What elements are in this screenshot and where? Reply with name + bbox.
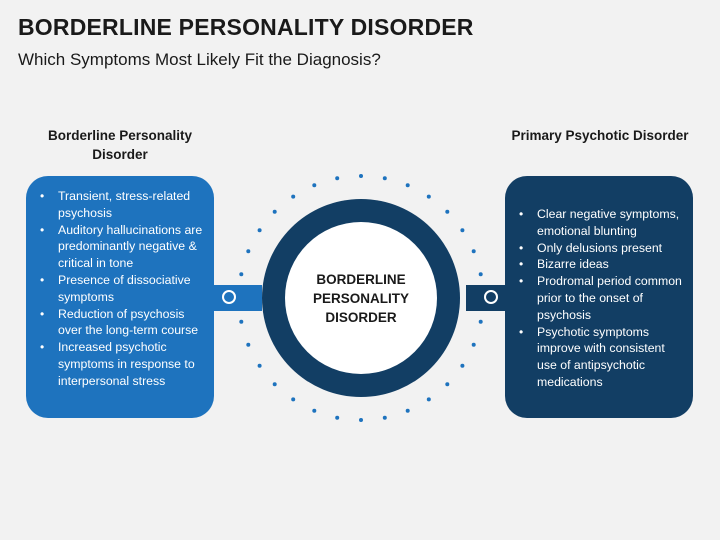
decorative-dot [272, 382, 277, 387]
right-symptom-item: Only delusions present [517, 240, 685, 257]
decorative-dot [405, 183, 410, 188]
decorative-dot [335, 415, 340, 420]
decorative-dot [272, 209, 277, 214]
decorative-dot [239, 272, 244, 277]
left-symptom-item: Auditory hallucinations are predominantl… [38, 222, 206, 272]
decorative-dot [291, 397, 296, 402]
center-circle: BORDERLINE PERSONALITY DISORDER [285, 222, 437, 374]
page-title: BORDERLINE PERSONALITY DISORDER [18, 14, 474, 40]
decorative-dot [359, 174, 363, 178]
right-symptom-item: Clear negative symptoms, emotional blunt… [517, 206, 685, 240]
left-column-heading: Borderline Personality Disorder [47, 128, 193, 162]
decorative-dot [460, 363, 465, 368]
decorative-dot [257, 228, 262, 233]
decorative-dot [382, 176, 387, 181]
decorative-dot [445, 209, 450, 214]
right-symptoms-box: Clear negative symptoms, emotional blunt… [505, 176, 693, 418]
decorative-dot [291, 194, 296, 199]
left-symptom-item: Transient, stress-related psychosis [38, 188, 206, 222]
decorative-dot [335, 176, 340, 181]
right-symptom-item: Prodromal period common prior to the ons… [517, 273, 685, 323]
decorative-dot [426, 194, 431, 199]
decorative-dot [312, 183, 317, 188]
decorative-dot [359, 418, 363, 422]
left-symptoms-box: Transient, stress-related psychosis Audi… [26, 176, 214, 418]
decorative-dot [478, 319, 483, 324]
left-connector-circle-icon [222, 290, 236, 304]
center-label: BORDERLINE PERSONALITY DISORDER [312, 271, 409, 325]
right-connector-circle-icon [484, 290, 498, 304]
right-symptom-item: Psychotic symptoms improve with consiste… [517, 324, 685, 391]
decorative-dot [257, 363, 262, 368]
right-column-heading: Primary Psychotic Disorder [511, 128, 689, 143]
left-symptom-item: Increased psychotic symptoms in response… [38, 339, 206, 389]
decorative-dot [246, 342, 251, 347]
decorative-dot [471, 249, 476, 254]
left-connector [212, 285, 262, 311]
decorative-dot [382, 415, 387, 420]
decorative-dot [405, 408, 410, 413]
decorative-dot [471, 342, 476, 347]
decorative-dot [312, 408, 317, 413]
right-connector [466, 285, 507, 311]
decorative-dot [460, 228, 465, 233]
decorative-dot [445, 382, 450, 387]
decorative-dot [239, 319, 244, 324]
page-subtitle: Which Symptoms Most Likely Fit the Diagn… [18, 50, 381, 69]
left-symptom-item: Presence of dissociative symptoms [38, 272, 206, 306]
decorative-dot [426, 397, 431, 402]
right-symptom-item: Bizarre ideas [517, 256, 685, 273]
left-symptom-item: Reduction of psychosis over the long-ter… [38, 306, 206, 340]
center-ring: BORDERLINE PERSONALITY DISORDER [262, 199, 460, 397]
decorative-dot [246, 249, 251, 254]
decorative-dot [478, 272, 483, 277]
